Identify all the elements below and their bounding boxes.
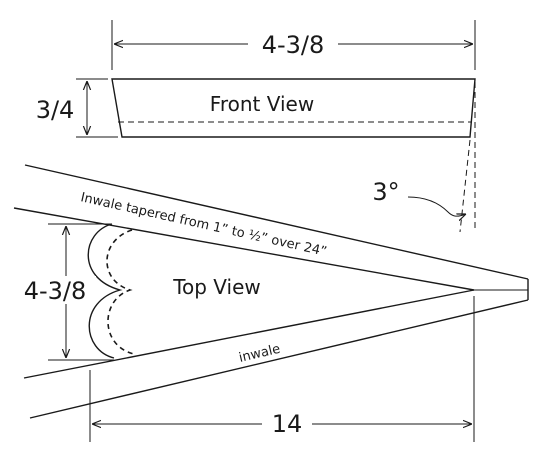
inner-edge-top (13, 207, 475, 291)
front-width-label: 4-3/8 (262, 31, 325, 59)
top-width-label: 4-3/8 (24, 277, 87, 305)
angle-label: 3° (372, 178, 399, 206)
front-view-title: Front View (210, 92, 314, 116)
top-view: Inwale tapered from 1” to ½” over 24” in… (13, 164, 529, 442)
top-view-title: Top View (172, 275, 261, 299)
front-height-label: 3/4 (36, 96, 75, 124)
angle-tilted-ref (459, 139, 471, 233)
inwale-label: inwale (237, 342, 281, 366)
top-width-label-bg (18, 276, 96, 304)
lobe-profile-solid (87, 223, 123, 359)
outer-edge-bottom (29, 299, 529, 419)
top-length-label: 14 (272, 410, 303, 438)
front-view-profile (111, 78, 476, 138)
top-length-label-bg (262, 410, 312, 438)
angle-leader (407, 196, 466, 216)
inner-edge-bottom (23, 289, 475, 379)
outer-edge-top (24, 164, 529, 280)
front-width-label-bg (248, 30, 338, 58)
lobe-profile-dashed (106, 229, 135, 355)
front-view: 4-3/8 Front View 3/4 3° (36, 20, 476, 233)
